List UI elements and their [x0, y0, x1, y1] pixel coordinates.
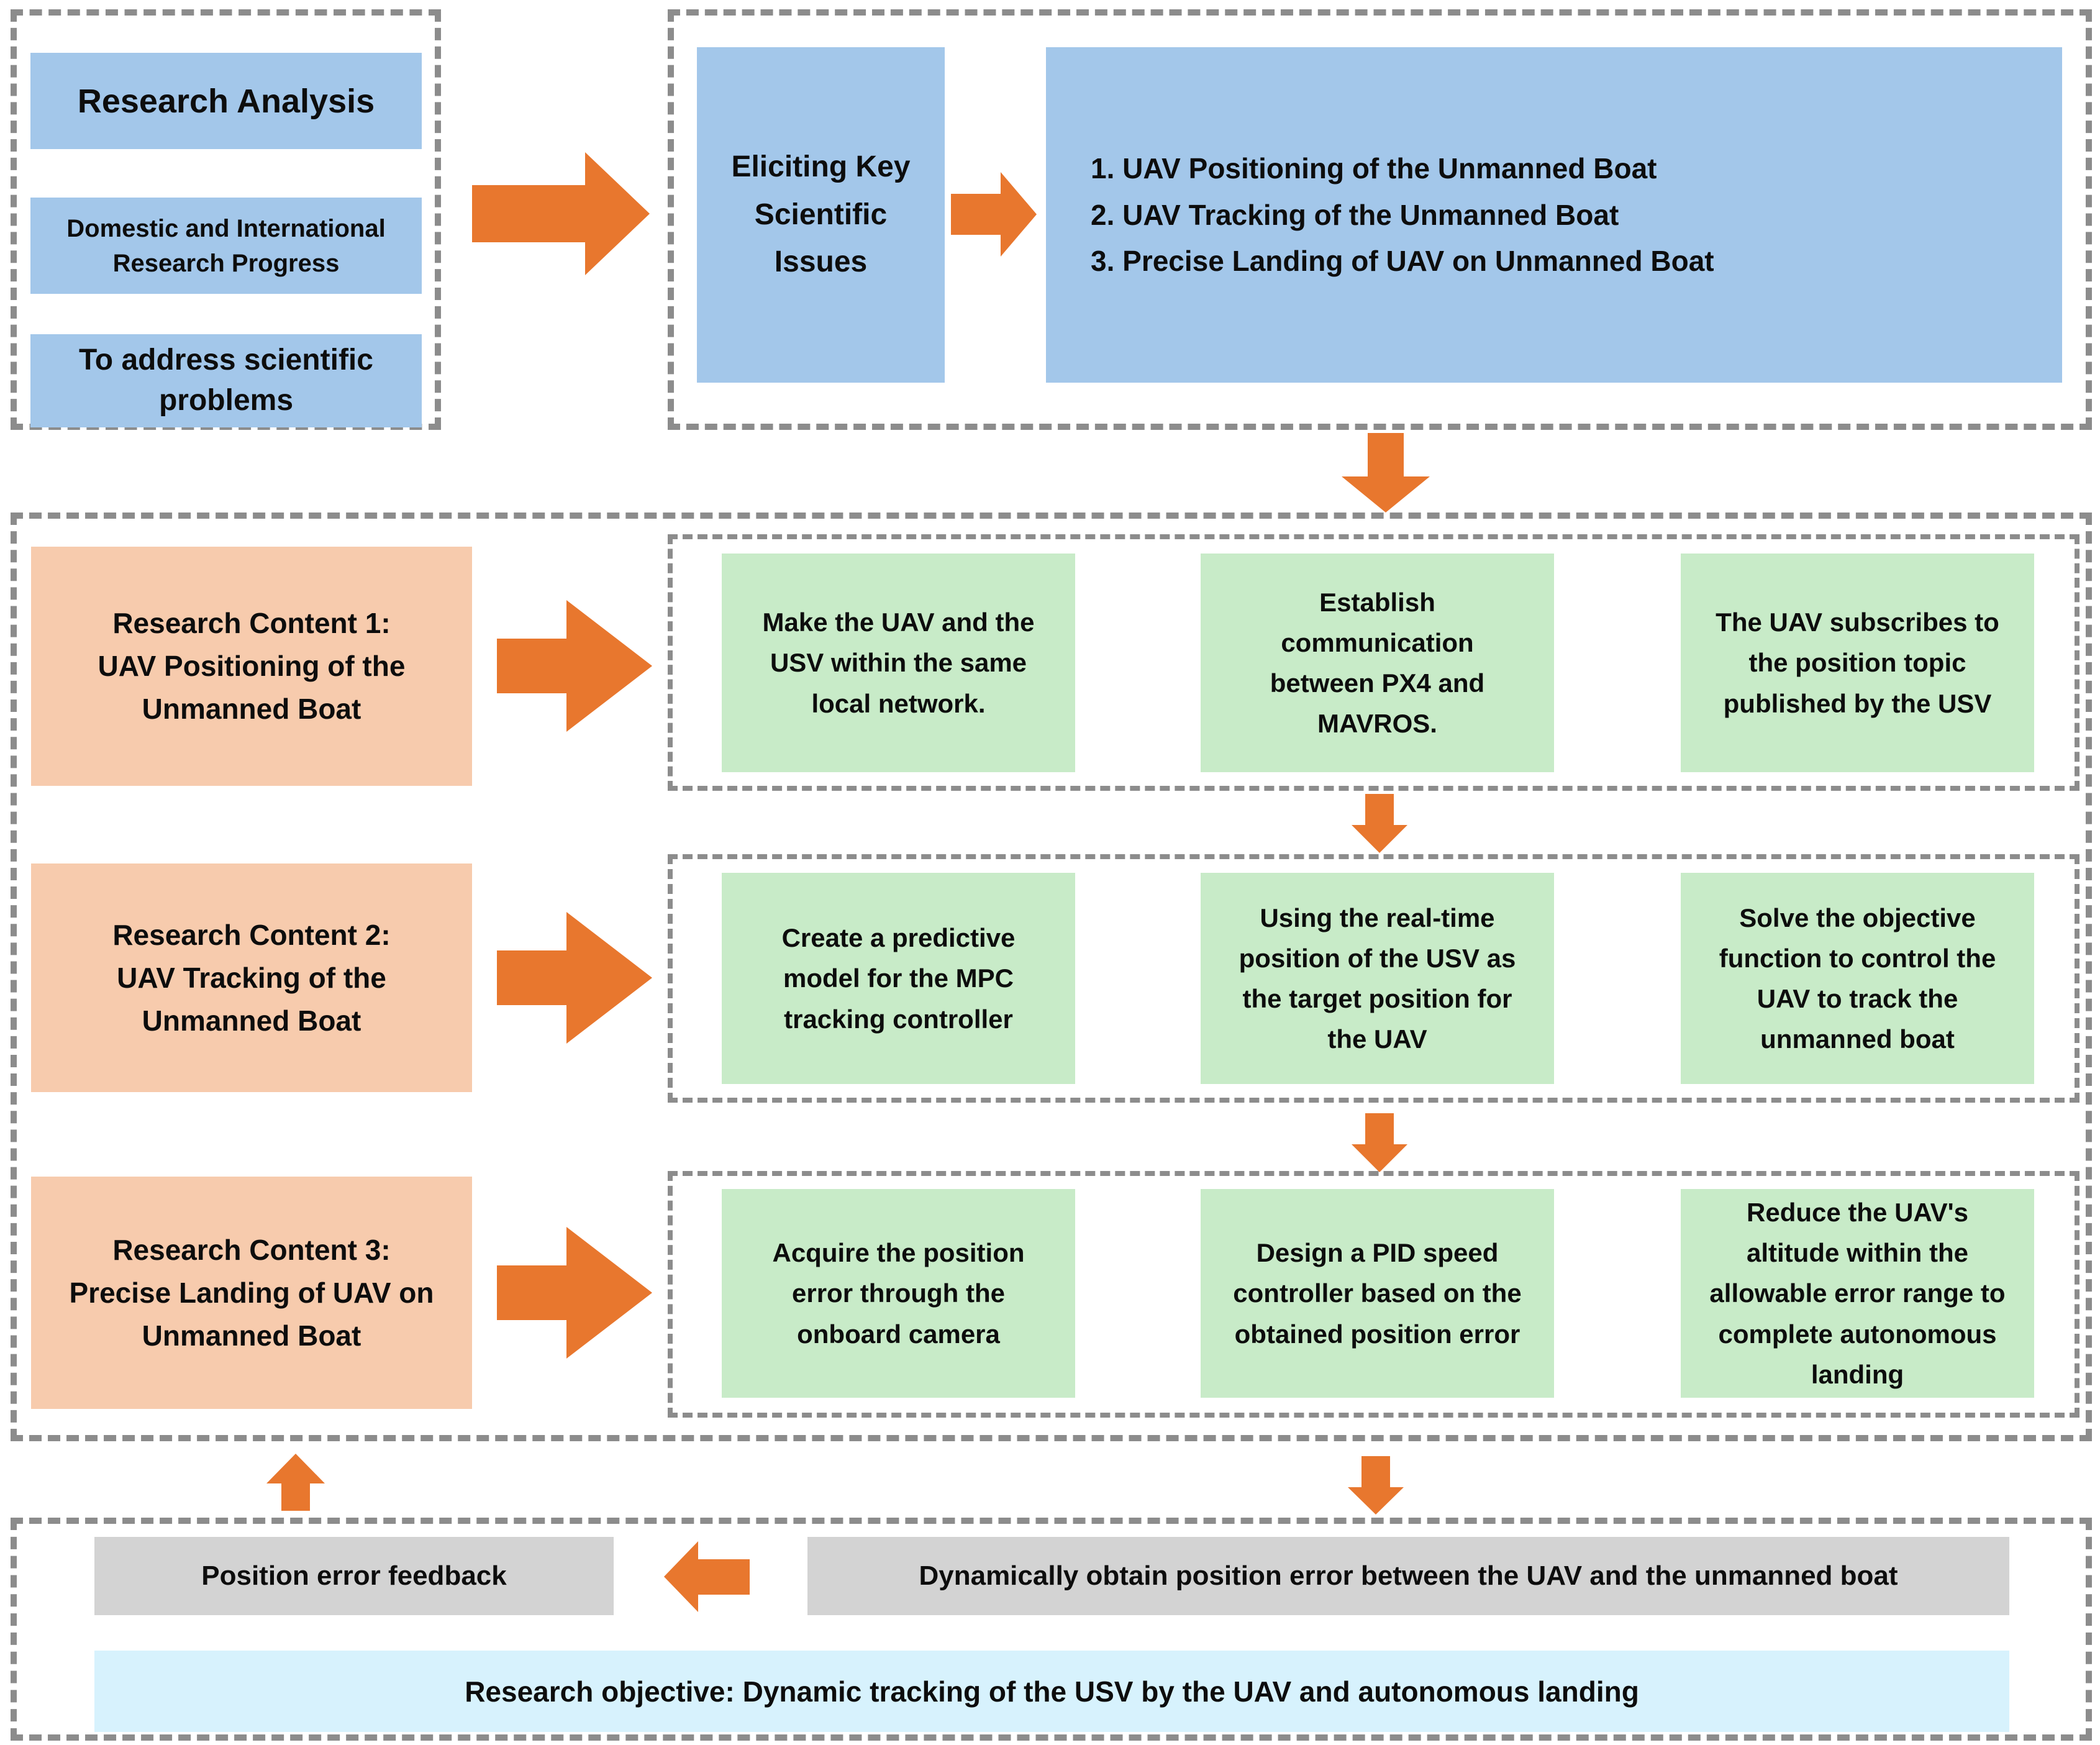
- row1-steps-container: [668, 534, 2080, 791]
- row3-step-3-label: Reduce the UAV's altitude within the all…: [1709, 1198, 2006, 1389]
- row2-step-3-box: Solve the objective function to control …: [1681, 873, 2034, 1084]
- arrow-down-main-icon: [1342, 476, 1430, 514]
- row3-step-1-box: Acquire the position error through the o…: [722, 1189, 1075, 1398]
- issue-item-2: 2. UAV Tracking of the Unmanned Boat: [1091, 198, 1619, 231]
- row3-step-1-label: Acquire the position error through the o…: [772, 1238, 1025, 1349]
- scientific-problems-label: To address scientific problems: [79, 344, 373, 417]
- issue-item-1: 1. UAV Positioning of the Unmanned Boat: [1091, 152, 1657, 185]
- row1-step-1-box: Make the UAV and the USV within the same…: [722, 554, 1075, 772]
- arrow-down-row1-icon: [1352, 825, 1407, 855]
- research-content-3-subtitle: Precise Landing of UAV on Unmanned Boat: [69, 1276, 434, 1352]
- research-content-2-box: Research Content 2: UAV Tracking of the …: [31, 863, 472, 1092]
- arrow-right-issues-shaft: [951, 194, 1001, 235]
- research-content-1-subtitle: UAV Positioning of the Unmanned Boat: [98, 650, 406, 725]
- research-progress-label: Domestic and International Research Prog…: [66, 214, 386, 277]
- issues-list-box: 1. UAV Positioning of the Unmanned Boat …: [1046, 47, 2062, 383]
- arrow-down-row1-shaft: [1365, 794, 1394, 825]
- arrow-right-row3-shaft: [497, 1265, 566, 1320]
- arrow-down-row2-icon: [1352, 1144, 1407, 1174]
- research-objective-box: Research objective: Dynamic tracking of …: [94, 1651, 2009, 1732]
- research-content-3-title: Research Content 3:: [112, 1233, 391, 1266]
- row3-step-2-box: Design a PID speed controller based on t…: [1201, 1189, 1554, 1398]
- research-content-1-title: Research Content 1:: [112, 607, 391, 639]
- row1-step-3-box: The UAV subscribes to the position topic…: [1681, 554, 2034, 772]
- row3-steps-container: [668, 1171, 2080, 1418]
- arrow-right-row3-icon: [566, 1227, 654, 1359]
- research-content-3-box: Research Content 3: Precise Landing of U…: [31, 1177, 472, 1409]
- arrow-down-bottom-icon: [1348, 1487, 1404, 1516]
- arrow-right-row2-shaft: [497, 950, 566, 1005]
- arrow-down-row2-shaft: [1365, 1113, 1394, 1144]
- row2-step-2-label: Using the real-time position of the USV …: [1239, 903, 1516, 1054]
- arrow-right-issues-icon: [1001, 172, 1039, 257]
- position-error-feedback-label: Position error feedback: [201, 1560, 507, 1591]
- arrow-down-main-shaft: [1368, 433, 1404, 476]
- row1-step-2-box: Establish communication between PX4 and …: [1201, 554, 1554, 772]
- scientific-problems-box: To address scientific problems: [30, 334, 422, 427]
- research-content-1-box: Research Content 1: UAV Positioning of t…: [31, 547, 472, 786]
- row2-step-2-box: Using the real-time position of the USV …: [1201, 873, 1554, 1084]
- row3-step-2-label: Design a PID speed controller based on t…: [1233, 1238, 1522, 1349]
- research-content-container: [11, 513, 2092, 1441]
- research-analysis-title-box: Research Analysis: [30, 53, 422, 149]
- arrow-down-bottom-shaft: [1361, 1456, 1390, 1487]
- objective-container: [11, 1518, 2092, 1741]
- research-progress-box: Domestic and International Research Prog…: [30, 198, 422, 294]
- issue-item-3: 3. Precise Landing of UAV on Unmanned Bo…: [1091, 245, 1714, 278]
- arrow-right-analysis-icon: [585, 152, 652, 275]
- arrow-right-analysis-shaft: [472, 185, 585, 242]
- row1-step-1-label: Make the UAV and the USV within the same…: [762, 608, 1035, 718]
- arrow-right-row1-icon: [566, 600, 654, 732]
- eliciting-issues-box: Eliciting Key Scientific Issues: [697, 47, 945, 383]
- eliciting-issues-label: Eliciting Key Scientific Issues: [731, 150, 911, 279]
- research-content-2-title: Research Content 2:: [112, 918, 391, 951]
- position-error-feedback-box: Position error feedback: [94, 1537, 614, 1615]
- research-objective-label: Research objective: Dynamic tracking of …: [465, 1675, 1639, 1708]
- research-content-2-subtitle: UAV Tracking of the Unmanned Boat: [117, 961, 386, 1037]
- arrow-right-row1-shaft: [497, 639, 566, 693]
- row2-step-3-label: Solve the objective function to control …: [1719, 903, 1996, 1054]
- row2-steps-container: [668, 854, 2080, 1103]
- key-issues-container: [668, 9, 2092, 430]
- dynamic-position-error-box: Dynamically obtain position error betwee…: [807, 1537, 2009, 1615]
- row1-step-3-label: The UAV subscribes to the position topic…: [1716, 608, 1999, 718]
- dynamic-position-error-label: Dynamically obtain position error betwee…: [919, 1560, 1898, 1591]
- arrow-up-feedback-shaft: [281, 1482, 310, 1511]
- row2-step-1-label: Create a predictive model for the MPC tr…: [781, 923, 1016, 1034]
- row2-step-1-box: Create a predictive model for the MPC tr…: [722, 873, 1075, 1084]
- arrow-left-feedback-shaft: [696, 1559, 750, 1595]
- research-analysis-title: Research Analysis: [77, 82, 375, 120]
- arrow-up-feedback-icon: [266, 1452, 325, 1483]
- row3-step-3-box: Reduce the UAV's altitude within the all…: [1681, 1189, 2034, 1398]
- row1-step-2-label: Establish communication between PX4 and …: [1270, 587, 1485, 739]
- arrow-right-row2-icon: [566, 912, 654, 1044]
- arrow-left-feedback-icon: [662, 1541, 698, 1612]
